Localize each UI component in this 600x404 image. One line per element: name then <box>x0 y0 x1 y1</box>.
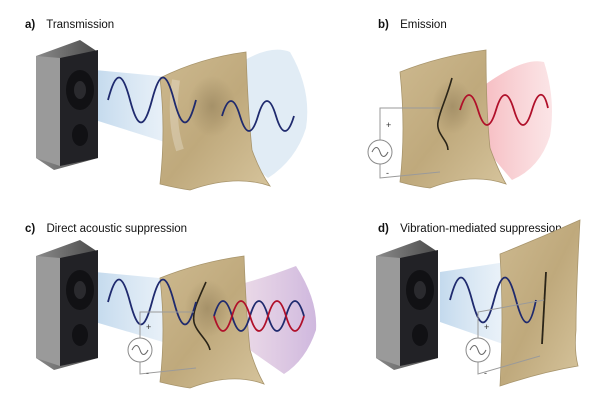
plus-sign: + <box>386 120 391 130</box>
panel-a-title: Transmission <box>46 19 114 31</box>
minus-sign: - <box>146 368 149 378</box>
minus-sign: - <box>386 168 389 178</box>
emitted-wave <box>459 93 549 126</box>
incident-wave <box>449 276 537 324</box>
panel-d-letter: d) <box>378 223 389 235</box>
panel-b-title: Emission <box>400 19 447 31</box>
minus-sign: - <box>484 368 487 378</box>
panel-b-letter: b) <box>378 19 389 31</box>
incident-wave-continued <box>213 300 305 332</box>
panel-c: c) Direct acoustic suppression <box>25 223 317 389</box>
panel-d-title: Vibration-mediated suppression <box>400 223 562 235</box>
incident-wave <box>107 76 197 124</box>
incident-wave <box>107 278 197 326</box>
embedded-fiber <box>192 281 211 351</box>
panel-a-letter: a) <box>25 19 35 31</box>
panel-b: b) Emission + - <box>367 19 552 189</box>
circuit-wire <box>477 299 545 375</box>
fabric-sheet <box>399 49 507 189</box>
speaker <box>36 240 98 370</box>
embedded-fiber <box>437 77 453 151</box>
panel-a: a) Transmission <box>25 19 308 191</box>
svg-text:a) Transmission: a) Transmission <box>25 19 114 31</box>
speaker <box>376 240 438 370</box>
fabric-sheet <box>499 219 581 387</box>
embedded-fiber <box>541 271 547 345</box>
svg-text:b) Emission: b) Emission <box>378 19 447 31</box>
transmitted-wave <box>221 100 295 132</box>
speaker <box>36 40 98 170</box>
emitted-wave <box>213 300 305 332</box>
circuit-wire <box>139 311 197 375</box>
ac-source-icon <box>367 139 393 165</box>
ac-source-icon <box>127 337 153 363</box>
plus-sign: + <box>146 322 151 332</box>
panel-d: d) Vibration-mediated suppression + <box>376 219 581 387</box>
svg-text:c) Direct acoustic suppr: c) Direct acoustic suppression <box>25 223 187 235</box>
panel-c-title: Direct acoustic suppression <box>46 223 187 235</box>
plus-sign: + <box>484 322 489 332</box>
circuit-wire <box>379 107 441 179</box>
svg-text:d) Vibration-mediated su: d) Vibration-mediated suppression <box>378 223 562 235</box>
fabric-sheet <box>159 51 272 191</box>
ac-source-icon <box>465 337 491 363</box>
panel-c-letter: c) <box>25 223 35 235</box>
